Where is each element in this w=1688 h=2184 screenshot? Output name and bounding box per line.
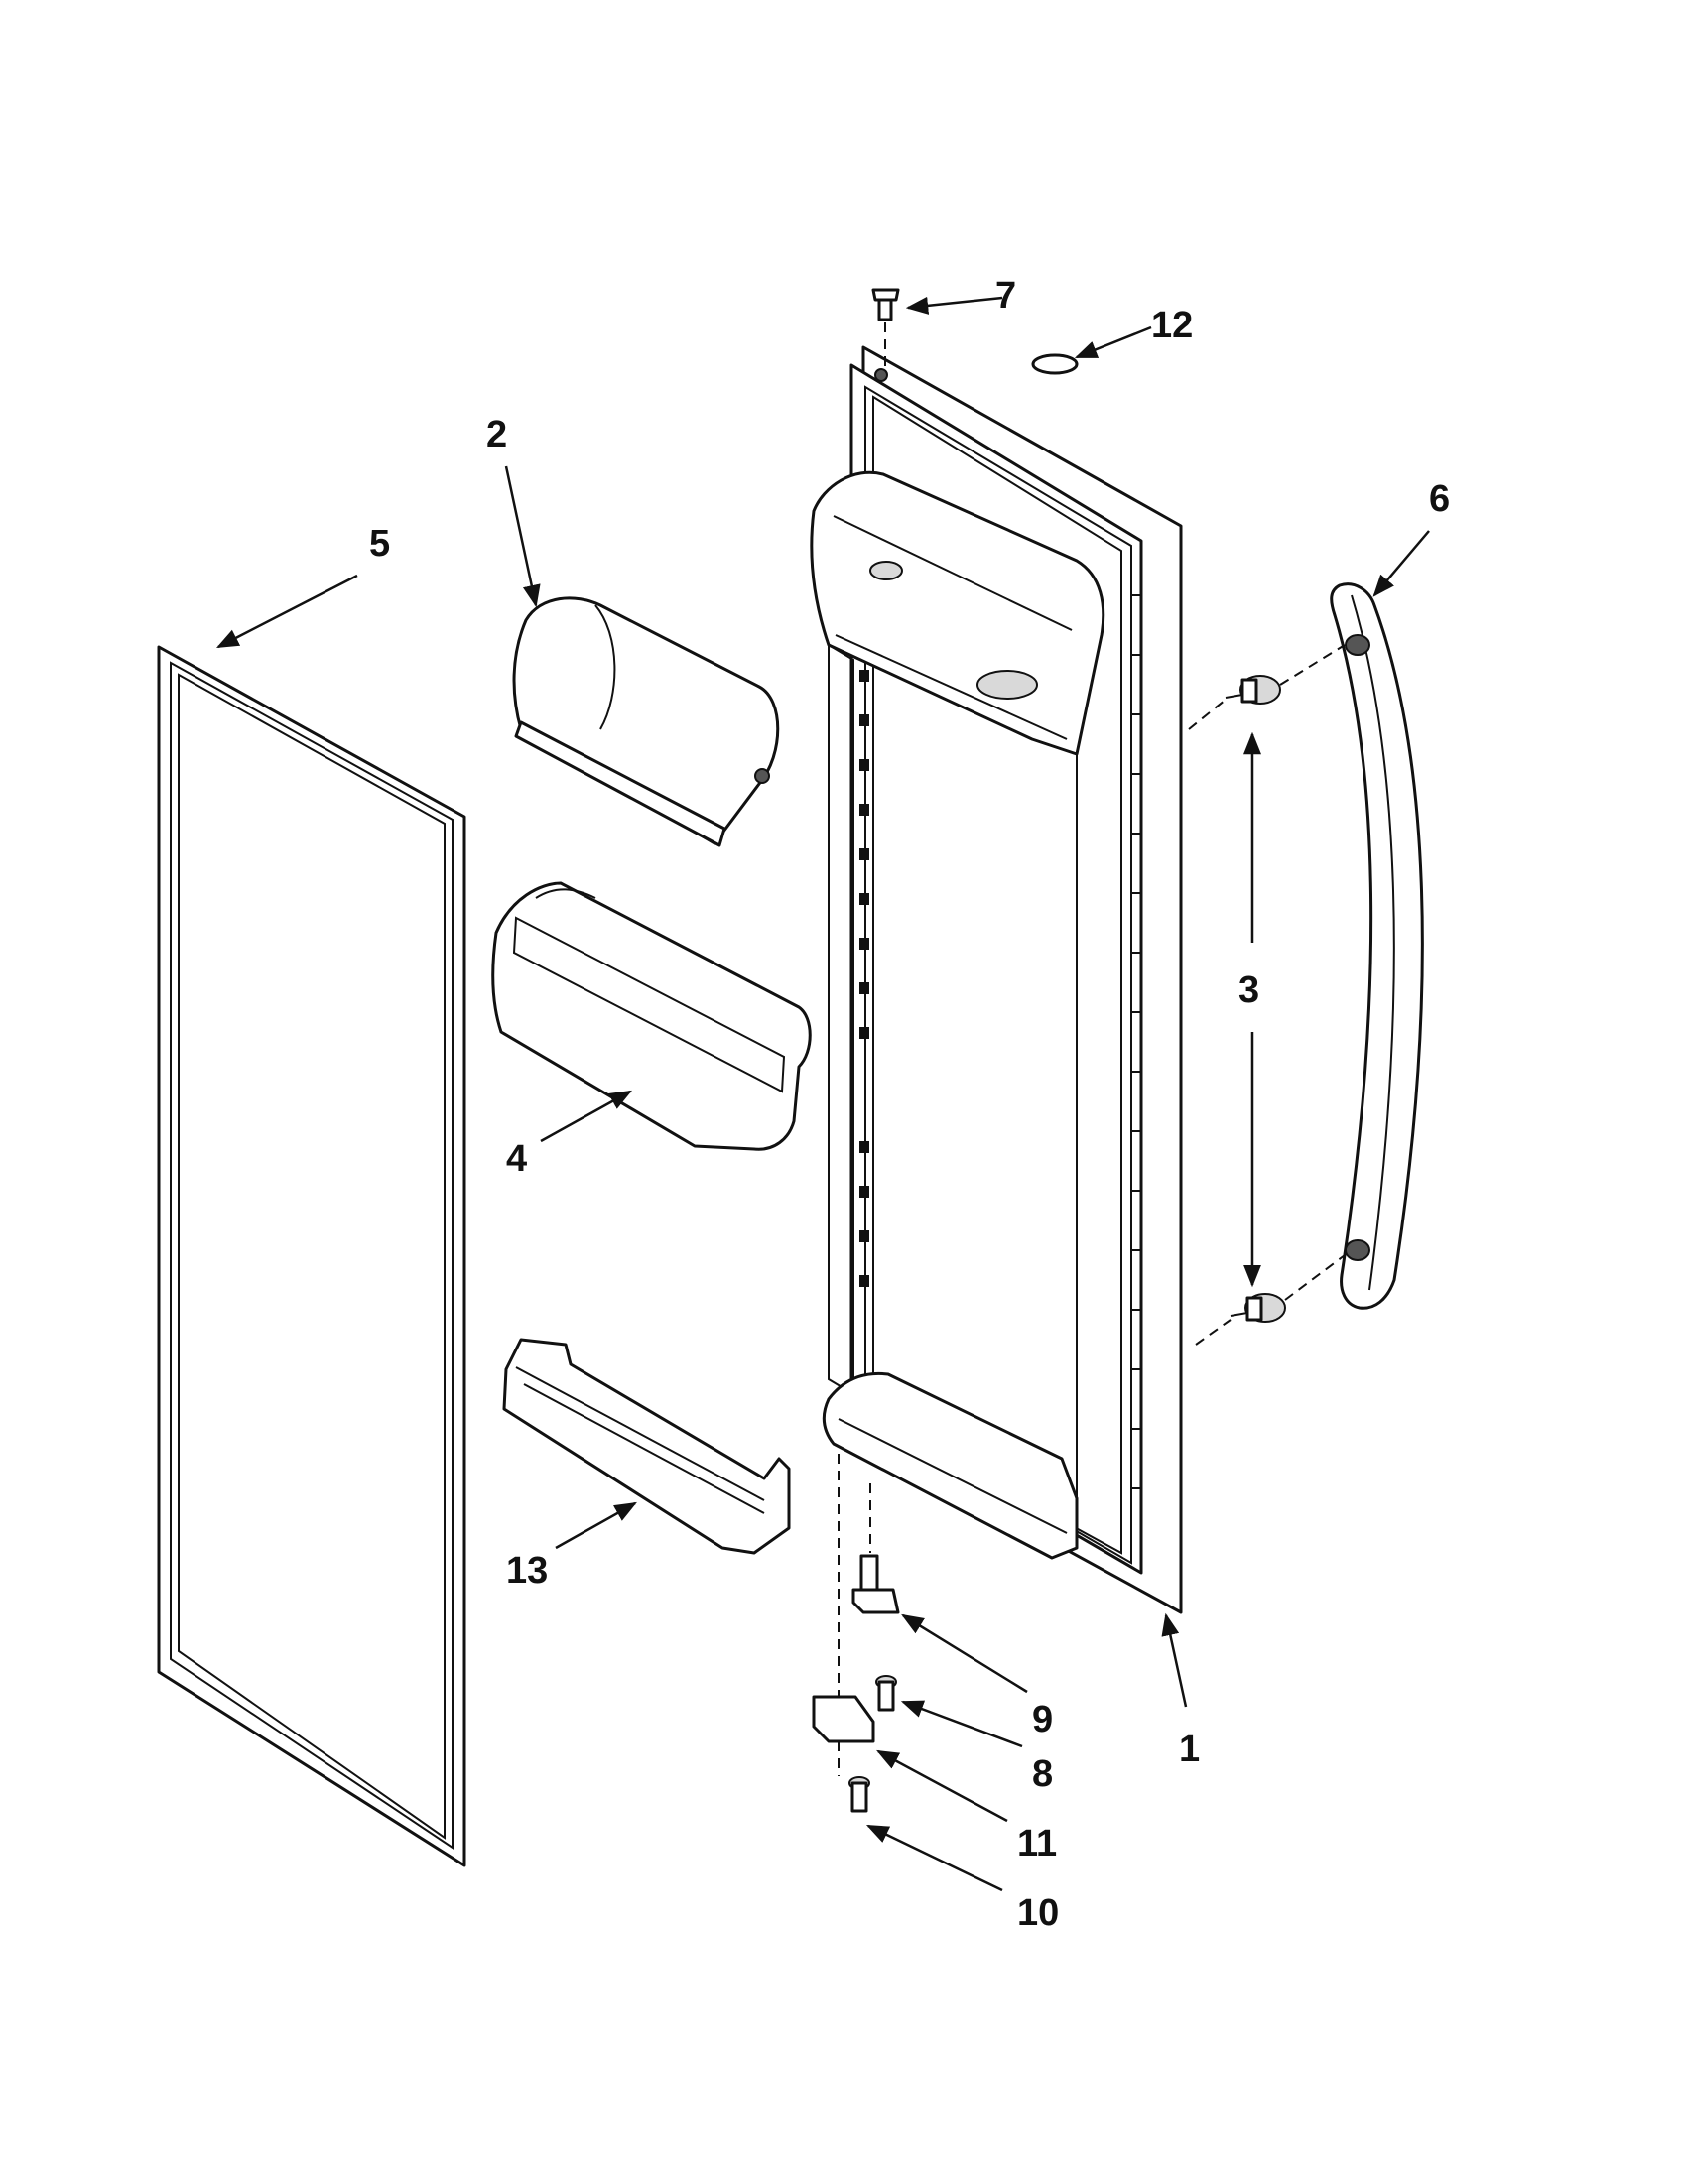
callout-5: 5 (369, 523, 390, 565)
hinge-bracket-part-11 (812, 1695, 875, 1743)
callout-4: 4 (506, 1138, 527, 1180)
hinge-pin-part-7 (871, 288, 900, 372)
door-handle-part-6 (1330, 582, 1424, 1310)
handle-screw-upper-part-3 (1225, 675, 1281, 705)
leader-lines (215, 296, 1430, 1892)
door-shelf-rail-part-13 (502, 1338, 791, 1555)
callout-11: 11 (1017, 1823, 1057, 1864)
door-liner-assembly-part-1 (810, 345, 1183, 1614)
callout-10: 10 (1017, 1892, 1059, 1934)
door-gasket-part-5 (157, 645, 466, 1867)
plug-part-12 (1031, 353, 1079, 375)
callout-7: 7 (995, 275, 1016, 317)
callout-1: 1 (1179, 1729, 1200, 1770)
callout-9: 9 (1032, 1699, 1053, 1740)
dairy-door-part-2 (512, 596, 780, 847)
callout-2: 2 (486, 414, 507, 455)
callout-6: 6 (1429, 478, 1450, 520)
hinge-screw-part-8 (875, 1675, 897, 1712)
callout-13: 13 (506, 1550, 548, 1592)
callout-8: 8 (1032, 1753, 1053, 1795)
callout-12: 12 (1151, 305, 1193, 346)
bracket-screw-part-10 (848, 1776, 870, 1813)
callout-3: 3 (1238, 969, 1259, 1011)
handle-screw-lower-part-3 (1230, 1293, 1286, 1323)
door-bin-part-4 (491, 881, 812, 1151)
lower-hinge-part-9 (851, 1554, 900, 1614)
